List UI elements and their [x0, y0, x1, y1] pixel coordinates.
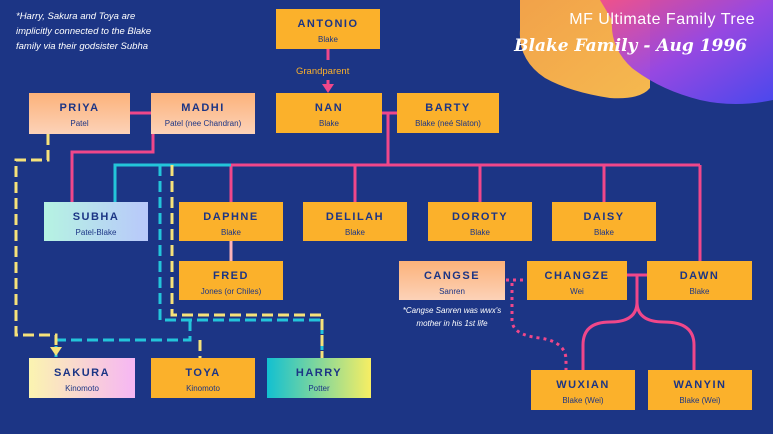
person-doroty: DOROTY Blake	[428, 202, 532, 241]
person-name: SAKURA	[53, 367, 111, 379]
person-surname: Blake (neé Slaton)	[415, 119, 481, 128]
line-to-wanyin	[635, 301, 696, 370]
person-name: PRIYA	[59, 102, 100, 114]
person-surname: Blake	[344, 228, 365, 237]
person-name: DAISY	[583, 211, 625, 223]
person-daisy: DAISY Blake	[552, 202, 656, 241]
person-surname: Blake	[593, 228, 614, 237]
person-dawn: DAWN Blake	[647, 261, 752, 300]
grandparent-arrow	[322, 49, 334, 93]
person-surname: Blake (Wei)	[562, 396, 604, 405]
person-daphne: DAPHNE Blake	[179, 202, 283, 241]
person-wuxian: WUXIAN Blake (Wei)	[531, 370, 635, 410]
person-name: DELILAH	[325, 211, 385, 223]
person-nan: NAN Blake	[276, 93, 382, 133]
person-surname: Kinomoto	[65, 384, 99, 393]
person-changze: CHANGZE Wei	[527, 261, 627, 300]
person-surname: Patel	[70, 119, 89, 128]
person-priya: PRIYA Patel	[29, 93, 130, 134]
person-surname: Potter	[308, 384, 330, 393]
person-surname: Blake (Wei)	[679, 396, 721, 405]
person-name: MADHI	[181, 102, 225, 114]
person-surname: Kinomoto	[186, 384, 220, 393]
diagram-subtitle: Blake Family - Aug 1996	[514, 36, 747, 56]
person-name: TOYA	[185, 367, 221, 379]
diagram-title: MF Ultimate Family Tree	[569, 11, 755, 28]
person-surname: Jones (or Chiles)	[200, 287, 262, 296]
person-cangse: CANGSE Sanren	[399, 261, 505, 300]
godsister-note: *Harry, Sakura and Toya are implicitly c…	[16, 11, 152, 52]
corner-decoration	[519, 0, 773, 104]
person-madhi: MADHI Patel (nee Chandran)	[151, 93, 255, 134]
person-name: FRED	[213, 270, 249, 282]
person-surname: Blake	[689, 287, 710, 296]
person-surname: Blake	[220, 228, 241, 237]
person-toya: TOYA Kinomoto	[151, 358, 255, 398]
person-surname: Blake	[318, 119, 339, 128]
cangse-note: *Cangse Sanren was wwx's mother in his 1…	[402, 306, 502, 328]
descent-lines	[70, 111, 702, 370]
person-wanyin: WANYIN Blake (Wei)	[648, 370, 752, 410]
person-name: BARTY	[425, 102, 471, 114]
person-name: WANYIN	[673, 379, 727, 391]
grandparent-label: Grandparent	[296, 66, 350, 77]
person-name: DAPHNE	[203, 211, 259, 223]
person-antonio: ANTONIO Blake	[276, 9, 380, 49]
person-name: HARRY	[295, 367, 343, 379]
person-surname: Blake	[469, 228, 490, 237]
person-surname: Patel-Blake	[75, 228, 117, 237]
person-sakura: SAKURA Kinomoto	[29, 358, 135, 398]
godsibling-dashed-lines	[14, 134, 324, 358]
cangse-links	[506, 278, 568, 372]
person-name: NAN	[314, 102, 344, 114]
person-surname: Sanren	[439, 287, 465, 296]
person-subha: SUBHA Patel-Blake	[44, 202, 148, 241]
madhi-descent-line	[70, 134, 155, 202]
person-name: SUBHA	[72, 211, 120, 223]
person-name: WUXIAN	[556, 379, 610, 391]
person-delilah: DELILAH Blake	[303, 202, 407, 241]
person-surname: Wei	[570, 287, 584, 296]
person-barty: BARTY Blake (neé Slaton)	[397, 93, 499, 133]
person-name: ANTONIO	[297, 18, 359, 30]
person-surname: Patel (nee Chandran)	[164, 119, 242, 128]
sakura-arrow	[50, 347, 62, 356]
person-fred: FRED Jones (or Chiles)	[179, 261, 283, 300]
person-harry: HARRY Potter	[267, 358, 371, 398]
person-name: DOROTY	[451, 211, 509, 223]
person-name: CANGSE	[423, 270, 481, 282]
person-name: CHANGZE	[544, 270, 610, 282]
person-name: DAWN	[679, 270, 720, 282]
line-to-wuxian	[581, 301, 639, 370]
purple-blob	[600, 0, 773, 104]
person-surname: Blake	[317, 35, 338, 44]
